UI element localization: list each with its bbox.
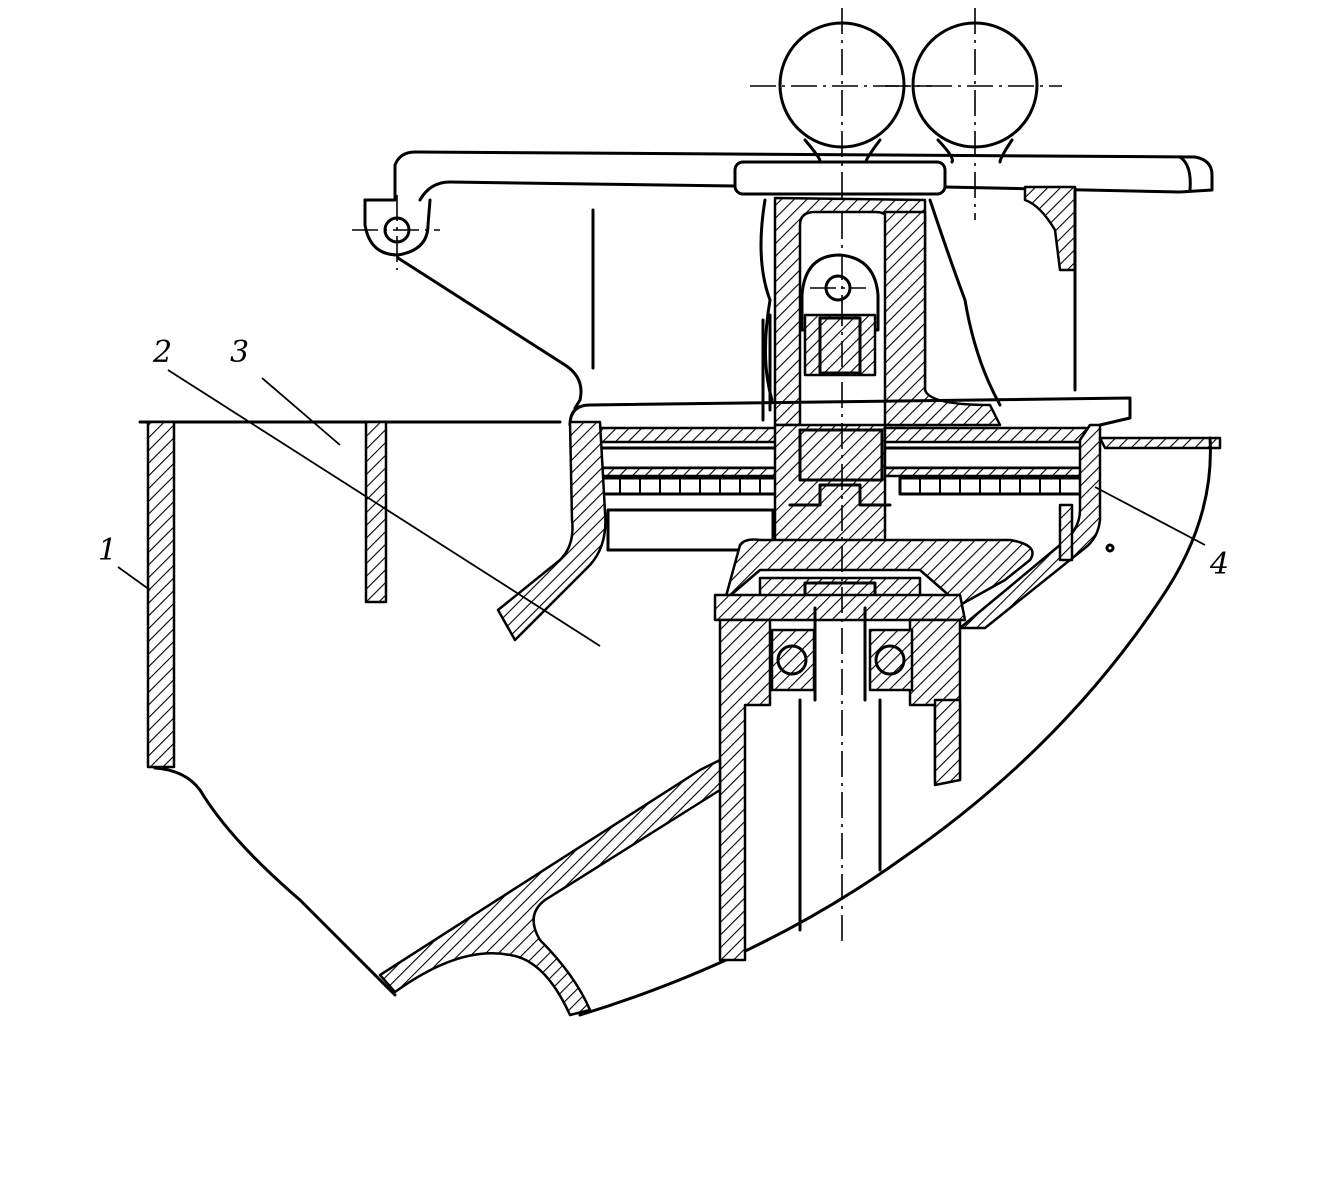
wall-1 xyxy=(146,420,397,997)
leader-3 xyxy=(261,377,341,446)
upper-housing xyxy=(759,185,1077,427)
funnel-body xyxy=(378,698,962,1017)
callout-3: 3 xyxy=(230,335,249,370)
callout-2: 2 xyxy=(152,335,172,370)
callout-1: 1 xyxy=(98,533,117,568)
leader-1 xyxy=(117,566,151,591)
right-housing xyxy=(578,423,1222,1017)
top-lever xyxy=(352,150,1214,410)
leader-2 xyxy=(167,369,601,647)
callout-4: 4 xyxy=(1209,547,1229,582)
wall-3 xyxy=(364,420,388,604)
funnel-left xyxy=(496,420,607,642)
leaders xyxy=(117,369,1206,647)
leader-4 xyxy=(1094,486,1206,546)
hub xyxy=(713,300,1034,962)
